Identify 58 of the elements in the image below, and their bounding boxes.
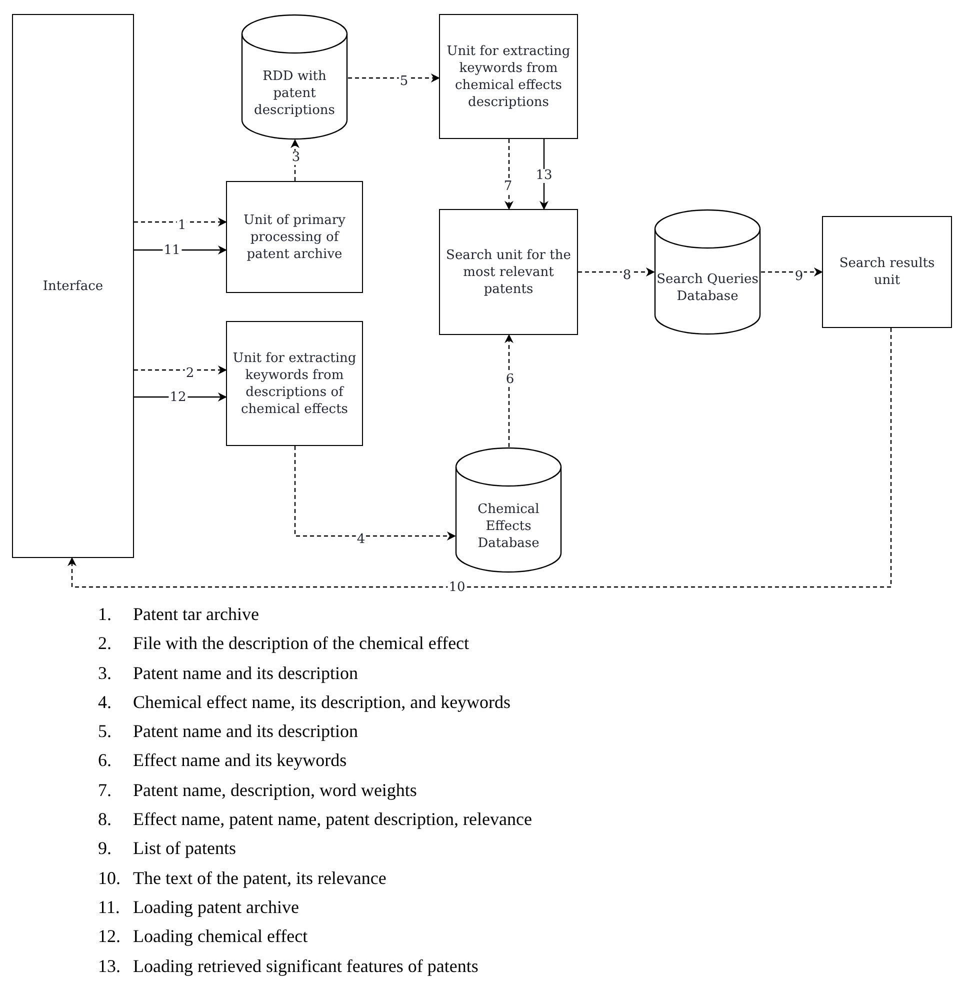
node-label: Search results unit xyxy=(838,255,936,289)
list-number: 5. xyxy=(98,720,112,744)
list-number: 3. xyxy=(98,662,112,685)
node-label: Search unit for the most relevant patents xyxy=(445,246,572,298)
list-item-text: File with the description of the chemical effect xyxy=(133,632,470,656)
list-number: 2. xyxy=(98,632,112,656)
node-label: Search Queries Database xyxy=(656,271,760,305)
node-label: RDD with patent descriptions xyxy=(253,68,336,118)
node-label: Unit for extracting keywords from chemical effects descriptions xyxy=(446,42,572,110)
list-number: 1. xyxy=(98,603,112,626)
arrow xyxy=(294,446,456,540)
edge-label: 6 xyxy=(504,373,516,387)
list-item-text: The text of the patent, its relevance xyxy=(133,866,386,890)
arrow xyxy=(134,246,227,254)
arrow xyxy=(134,392,227,402)
list-item-text: Loading chemical effect xyxy=(133,925,308,948)
arrow xyxy=(578,268,655,276)
list-number: 8. xyxy=(98,808,112,832)
process-box xyxy=(439,14,578,139)
list-item-text: List of patents xyxy=(133,837,236,860)
process-box xyxy=(226,181,363,293)
node-label: Interface xyxy=(42,278,104,294)
arrow xyxy=(761,268,823,276)
list-number: 12. xyxy=(98,925,122,948)
arrow xyxy=(540,139,548,210)
edge-label: 13 xyxy=(534,169,554,183)
list-item-text: Chemical effect name, its description, and keywords xyxy=(133,690,511,714)
list-item-text: Patent name, description, word weights xyxy=(133,778,417,802)
list-item-text: Effect name and its keywords xyxy=(133,749,347,772)
arrow xyxy=(290,139,300,181)
process-box xyxy=(439,209,578,335)
arrow xyxy=(134,366,227,374)
list-item-text: Loading patent archive xyxy=(133,896,299,919)
list-number: 9. xyxy=(98,837,112,860)
list-item-text: Effect name, patent name, patent description, relevance xyxy=(133,808,532,832)
list-number: 4. xyxy=(98,690,112,714)
arrow xyxy=(348,74,440,82)
list-number: 13. xyxy=(98,954,122,978)
arrow xyxy=(504,334,514,447)
list-item-text: Patent name and its description xyxy=(133,720,358,744)
arrow xyxy=(68,328,892,588)
list-number: 11. xyxy=(98,896,121,919)
list-number: 10. xyxy=(98,866,122,890)
list-item-text: Loading retrieved significant features of patents xyxy=(133,954,478,978)
list-item-text: Patent tar archive xyxy=(133,603,259,626)
process-box xyxy=(226,321,363,446)
list-number: 6. xyxy=(98,749,112,772)
list-number: 7. xyxy=(98,778,112,802)
node-label: Chemical Effects Database xyxy=(476,500,540,552)
edge-label: 7 xyxy=(502,180,514,194)
process-box xyxy=(822,216,952,328)
arrow xyxy=(504,139,514,210)
node-label: Unit of primary processing of patent archive xyxy=(242,212,346,262)
arrow xyxy=(134,218,227,226)
list-item-text: Patent name and its description xyxy=(133,662,358,685)
process-box xyxy=(12,14,134,558)
node-label: Unit for extracting keywords from descriptions of chemical effects xyxy=(232,350,358,418)
edge-label: 3 xyxy=(290,151,302,165)
